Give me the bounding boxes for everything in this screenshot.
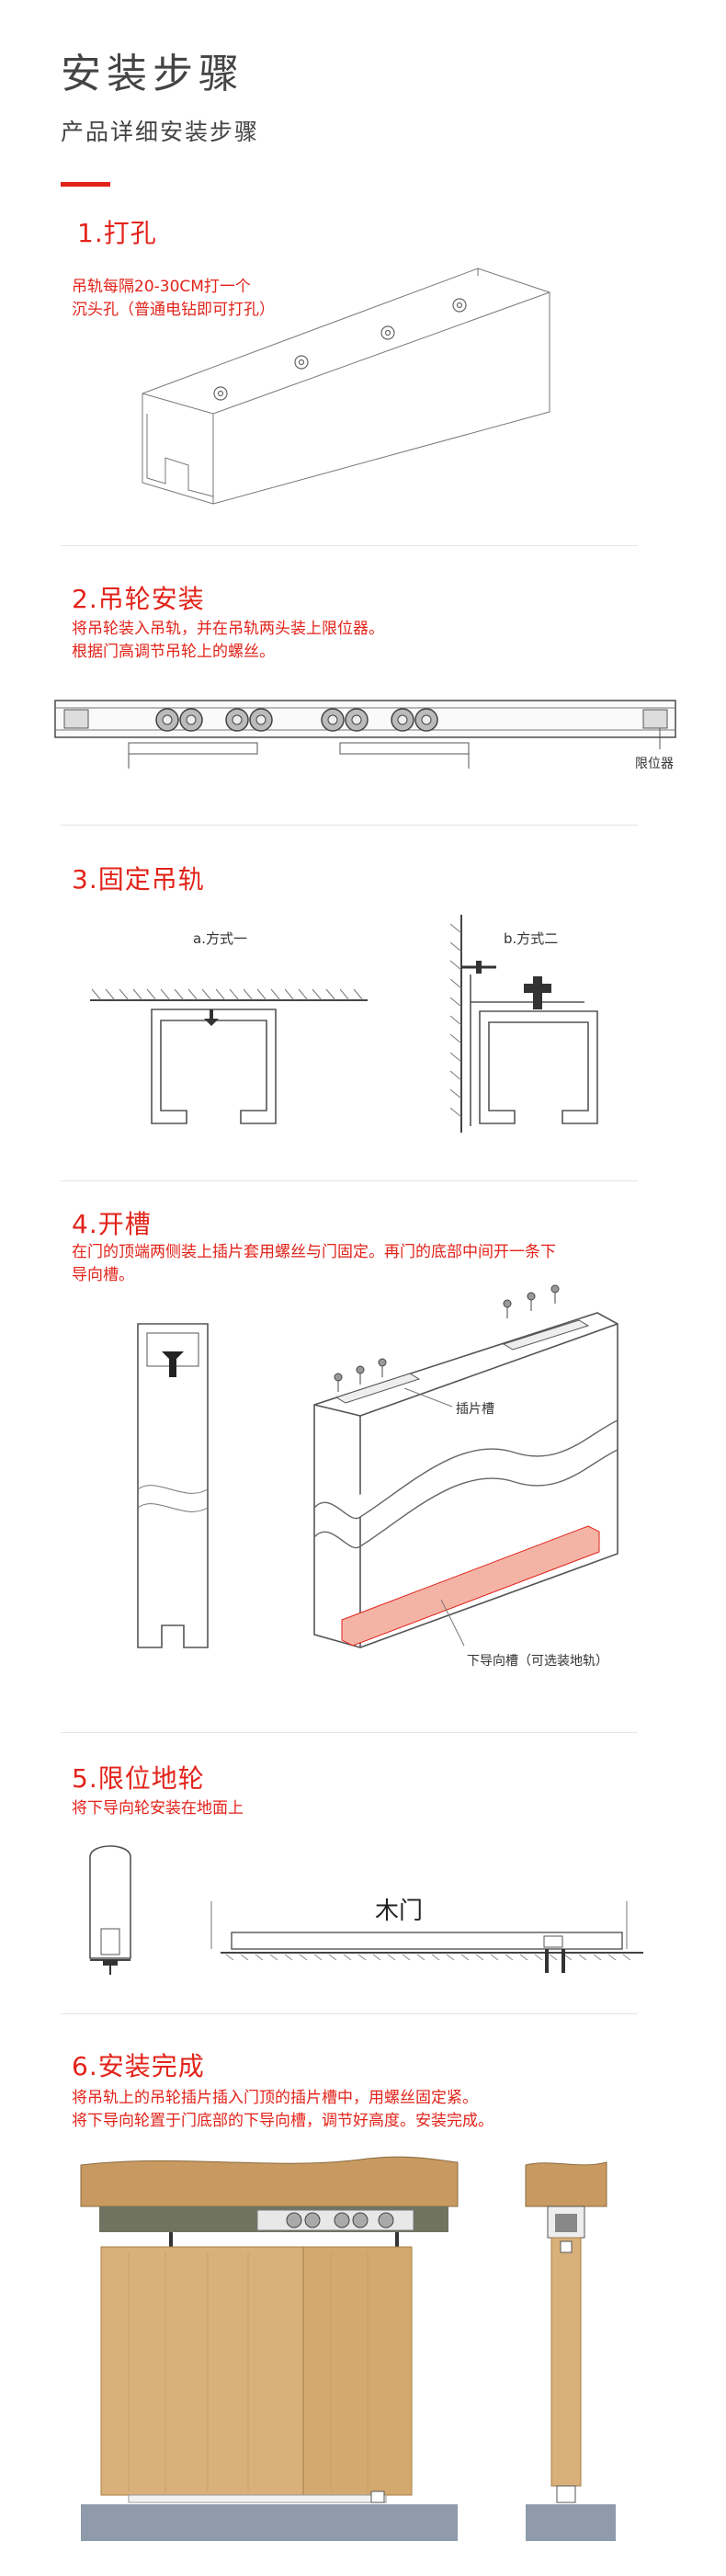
step-6-desc-line-2: 将下导向轮置于门底部的下导向槽，调节好高度。安装完成。	[72, 2112, 493, 2130]
step-6-desc-line-1: 将吊轨上的吊轮插片插入门顶的插片槽中，用螺丝固定紧。	[72, 2089, 478, 2107]
step-2-title: 2.吊轮安装	[72, 584, 205, 614]
section-divider	[61, 825, 638, 826]
step-2-desc-line-2: 根据门高调节吊轮上的螺丝。	[72, 643, 275, 661]
accent-bar	[61, 182, 110, 187]
page-title: 安装步骤	[61, 51, 244, 97]
step-1-desc-line-1: 吊轨每隔20-30CM打一个	[72, 278, 251, 296]
guide-slot-label: 下导向槽（可选装地轨）	[467, 1654, 608, 1669]
section-divider	[61, 545, 638, 546]
step-3-mount-illustration	[90, 915, 598, 1133]
method-b-label: b.方式二	[504, 930, 559, 947]
step-5-title: 5.限位地轮	[72, 1763, 205, 1794]
limiter-label: 限位器	[635, 757, 674, 771]
section-divider	[61, 1732, 638, 1733]
step-4-title: 4.开槽	[72, 1209, 152, 1239]
step-4-desc-line-2: 导向槽。	[72, 1266, 134, 1284]
step-4-slot-illustration	[137, 1284, 618, 1648]
section-divider	[61, 1180, 638, 1181]
method-a-label: a.方式一	[193, 930, 247, 947]
section-divider	[61, 2013, 638, 2014]
insert-slot-label: 插片槽	[456, 1402, 494, 1417]
step-4-desc-line-1: 在门的顶端两侧装上插片套用螺丝与门固定。再门的底部中间开一条下	[72, 1243, 556, 1261]
step-1-desc-line-2: 沉头孔（普通电钻即可打孔）	[72, 301, 275, 319]
step-2-track-illustration	[54, 700, 676, 769]
step-2-desc-line-1: 将吊轮装入吊轨，并在吊轨两头装上限位器。	[72, 620, 384, 638]
step-1-title: 1.打孔	[77, 218, 157, 248]
step-5-floor-wheel-illustration	[89, 1845, 643, 1975]
step-3-title: 3.固定吊轨	[72, 864, 205, 895]
page-subtitle: 产品详细安装步骤	[61, 119, 260, 145]
step-5-desc-line-1: 将下导向轮安装在地面上	[72, 1799, 244, 1818]
wood-door-label: 木门	[375, 1898, 424, 1925]
step-6-title: 6.安装完成	[72, 2051, 205, 2081]
step-1-drill-illustration	[142, 268, 550, 505]
